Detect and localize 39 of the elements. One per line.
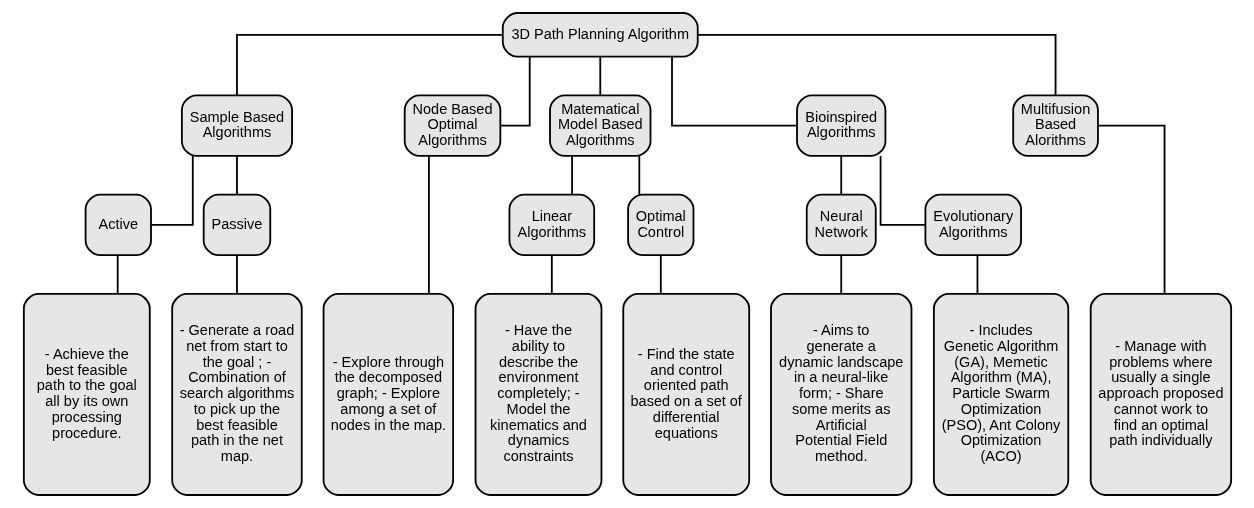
node-box: Evolutionary Algorithms	[924, 193, 1022, 257]
node-box: - Aims to generate a dynamic landscape in a neural-like form; - Share some merits as Artificial Potential Field method.	[769, 293, 912, 496]
node-box: Node Based Optimal Algorithms	[403, 94, 501, 157]
node-box: Passive	[202, 193, 271, 257]
connector	[670, 55, 798, 127]
connector	[550, 254, 553, 295]
node-box: Neural Network	[805, 193, 877, 257]
connector	[235, 155, 238, 196]
node-box: Multifusion Based Alorithms	[1011, 94, 1099, 157]
connector	[696, 33, 1056, 96]
node-box: Optimal Control	[626, 193, 694, 257]
connector	[235, 33, 503, 96]
node-box: - Generate a road net from start to the goal ; - Combination of search algorithms to pick up the best feasible path in the net map.	[170, 293, 303, 496]
connector	[570, 155, 573, 196]
node-box: - Achieve the best feasible path to the goal all by its own processing procedure.	[22, 293, 151, 496]
connector	[839, 155, 842, 196]
connector	[116, 254, 119, 295]
connector	[839, 254, 842, 295]
node-box: - Manage with problems where usually a single approach proposed cannot work to find an optimal path individually	[1089, 293, 1232, 496]
connector	[976, 254, 978, 295]
node-box: Active	[84, 193, 152, 257]
node-box: Matematical Model Based Algorithms	[548, 94, 651, 157]
connector	[659, 254, 662, 295]
connector	[499, 55, 531, 127]
node-box: - Explore through the decomposed graph; - Explore among a set of nodes in the map.	[322, 293, 454, 496]
node-box: 3D Path Planning Algorithm	[501, 12, 699, 58]
node-box: Linear Algorithms	[508, 193, 595, 257]
connector	[427, 155, 430, 295]
connector	[235, 254, 238, 295]
connector	[879, 155, 926, 226]
connector	[1096, 124, 1165, 295]
connector	[637, 155, 640, 196]
connector	[149, 155, 194, 226]
node-box: - Find the state and control oriented path based on a set of differential equations	[621, 293, 750, 496]
connector	[598, 55, 601, 97]
node-box: Sample Based Algorithms	[180, 94, 293, 157]
node-box: - Have the ability to describe the environment completely; - Model the kinematics and dynamics constraints	[474, 293, 602, 496]
node-box: Bioinspired Algorithms	[795, 94, 886, 157]
node-box: - Includes Genetic Algorithm (GA), Memetic Algorithm (MA), Particle Swarm Optimization (PSO), Ant Colony Optimization (ACO)	[932, 293, 1069, 496]
